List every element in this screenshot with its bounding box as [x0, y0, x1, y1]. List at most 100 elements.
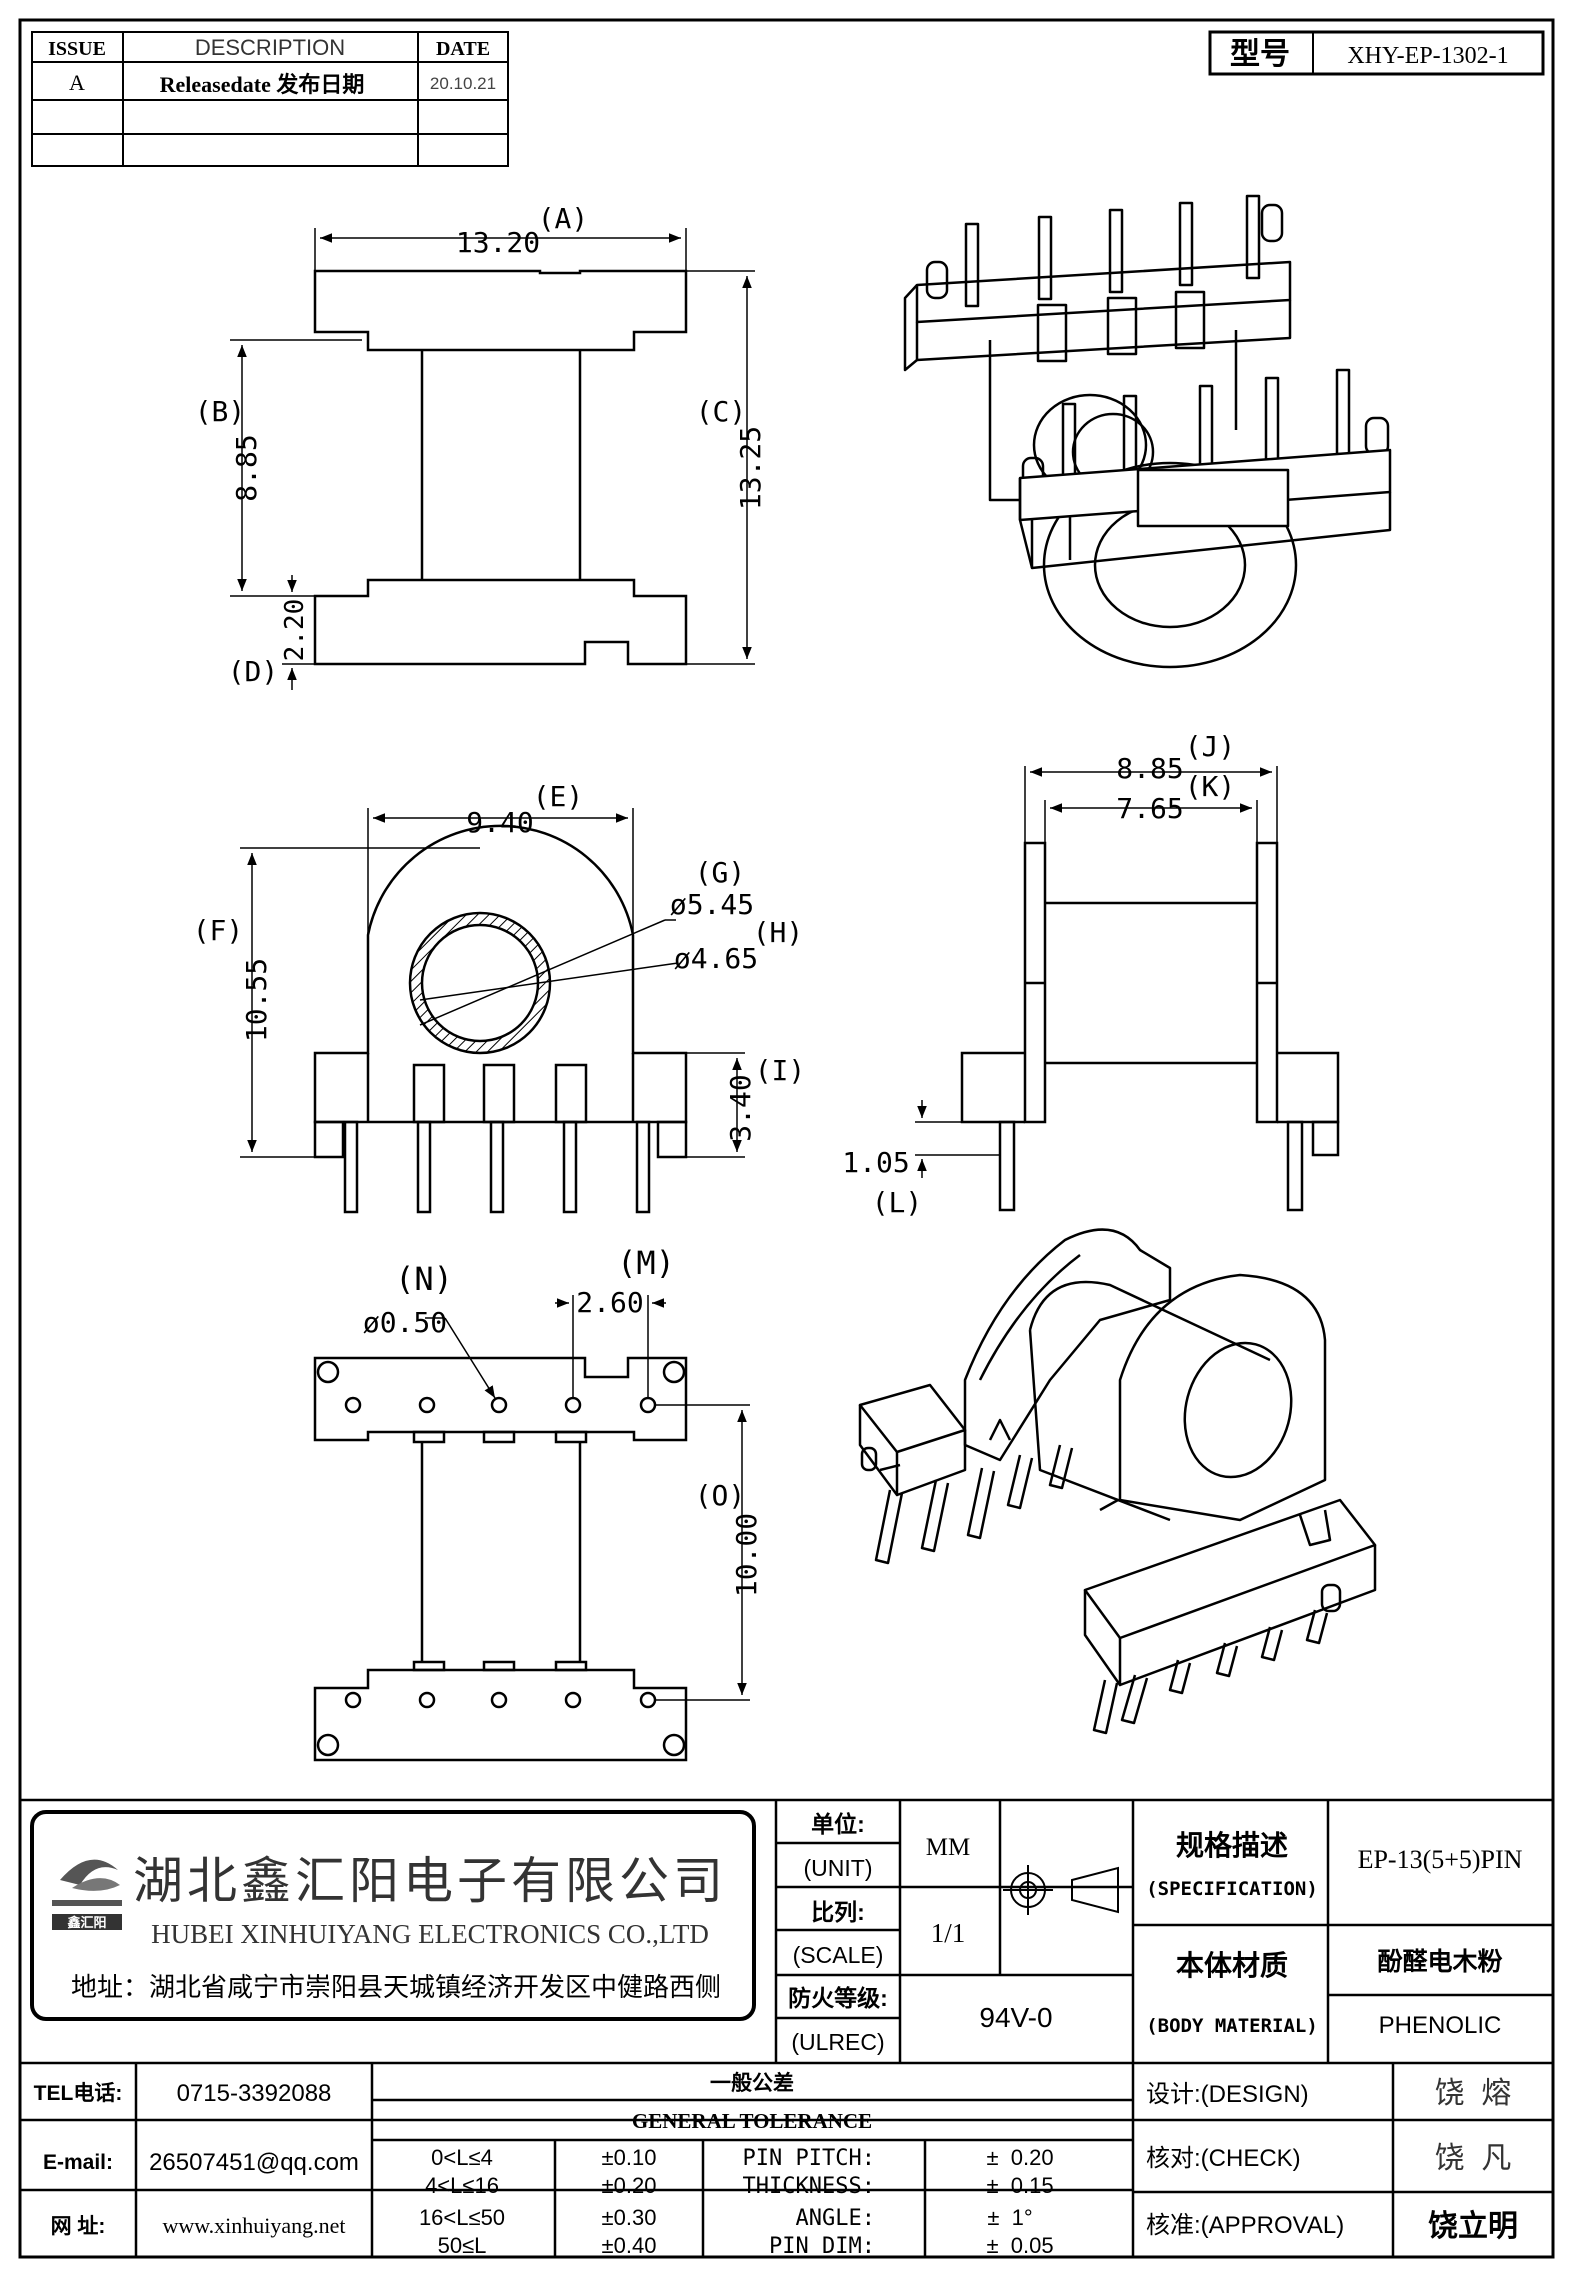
rev-row-description: Releasedate 发布日期	[160, 72, 365, 97]
dim-h-value: ø4.65	[674, 942, 758, 975]
dim-h-letter: (H)	[753, 916, 804, 949]
dim-o-letter: (O)	[695, 1479, 746, 1512]
dim-j-letter: (J)	[1185, 730, 1236, 763]
tol-range-3: 50≤L	[438, 2233, 487, 2258]
tol-value-2: ±0.30	[602, 2205, 657, 2230]
dim-k-value: 7.65	[1116, 792, 1183, 825]
drawing-border	[18, 18, 1555, 2259]
check-label: 核对:(CHECK)	[1146, 2145, 1301, 2172]
tol-spec-label-0: PIN PITCH:	[743, 2146, 875, 2171]
material-label-cn: 本体材质	[1176, 1950, 1288, 1981]
dim-d-letter: (D)	[228, 655, 279, 688]
web-value: www.xinhuiyang.net	[162, 2213, 345, 2238]
tel-label: TEL电话:	[34, 2082, 123, 2105]
spec-label-cn: 规格描述	[1176, 1830, 1288, 1861]
tol-spec-label-1: THICKNESS:	[743, 2174, 875, 2199]
approval-label: 核准:(APPROVAL)	[1146, 2212, 1344, 2239]
unit-label-en: (UNIT)	[804, 1855, 873, 1881]
unit-label-cn: 单位:	[811, 1811, 865, 1837]
side-view-dims	[915, 766, 1278, 1178]
tol-spec-label-2: ANGLE:	[796, 2206, 875, 2231]
scale-label-en: (SCALE)	[793, 1942, 884, 1968]
dim-j-value: 8.85	[1116, 752, 1183, 785]
model-label: 型号	[1230, 38, 1290, 71]
email-value: 26507451@qq.com	[149, 2149, 359, 2176]
dim-e-value: 9.40	[466, 806, 533, 839]
dim-l-letter: (L)	[872, 1186, 923, 1219]
fire-label-en: (ULREC)	[791, 2029, 884, 2055]
bottom-view-dims	[425, 1295, 750, 1701]
dim-o-value: 10.00	[730, 1513, 763, 1597]
dim-c-value: 13.25	[734, 426, 767, 510]
tol-range-1: 4<L≤16	[425, 2173, 499, 2198]
dim-n-value: ø0.50	[363, 1306, 447, 1339]
logo-text: 鑫汇阳	[66, 1915, 106, 1930]
dim-a-letter: (A)	[538, 202, 589, 235]
unit-value: MM	[926, 1834, 970, 1861]
bottom-grid	[20, 2063, 1553, 2257]
dim-b-letter: (B)	[195, 395, 246, 428]
dim-m-value: 2.60	[576, 1286, 643, 1319]
dim-d-value: 2.20	[280, 599, 310, 662]
dim-n-letter: (N)	[395, 1260, 453, 1298]
dim-m-letter: (M)	[617, 1244, 675, 1282]
check-name: 饶 凡	[1435, 2142, 1512, 2175]
tol-range-2: 16<L≤50	[419, 2205, 505, 2230]
tol-spec-label-3: PIN DIM:	[769, 2234, 875, 2259]
model-value: XHY-EP-1302-1	[1347, 43, 1508, 69]
dim-b-value: 8.85	[230, 434, 263, 501]
dim-i-value: 3.40	[724, 1074, 757, 1141]
scale-label-cn: 比列:	[811, 1899, 865, 1925]
isometric-view-top	[903, 194, 1392, 669]
company-address: 地址：湖北省咸宁市崇阳县天城镇经济开发区中健路西侧	[71, 1972, 721, 2002]
dim-e-letter: (E)	[533, 780, 584, 813]
design-name: 饶 熔	[1435, 2077, 1512, 2110]
fire-value: 94V-0	[979, 2002, 1052, 2033]
tolerance-title-cn: 一般公差	[710, 2071, 794, 2095]
dim-c-letter: (C)	[696, 395, 747, 428]
front-view-dims	[230, 228, 755, 690]
front-view	[313, 269, 688, 666]
fire-label-cn: 防火等级:	[788, 1985, 888, 2011]
design-label: 设计:(DESIGN)	[1146, 2081, 1309, 2108]
scale-value: 1/1	[931, 1918, 966, 1948]
tol-spec-value-1: ± 0.15	[986, 2173, 1053, 2198]
material-value-cn: 酚醛电木粉	[1377, 1948, 1502, 1976]
dim-f-letter: (F)	[193, 914, 244, 947]
material-value-en: PHENOLIC	[1379, 2012, 1502, 2039]
tol-value-1: ±0.20	[602, 2173, 657, 2198]
revision-table	[31, 31, 509, 167]
isometric-view-bottom	[858, 1228, 1377, 1735]
title-block-frame	[20, 1798, 1553, 2065]
bottom-view	[313, 1356, 688, 1762]
company-name-en: HUBEI XINHUIYANG ELECTRONICS CO.,LTD	[151, 1919, 709, 1949]
rev-header-date: DATE	[436, 38, 490, 60]
tol-spec-value-2: ± 1°	[987, 2205, 1032, 2230]
tol-spec-value-0: ± 0.20	[986, 2145, 1053, 2170]
spec-label-en: (SPECIFICATION)	[1146, 1878, 1318, 1900]
dim-g-value: ø5.45	[670, 888, 754, 921]
company-name-cn: 湖北鑫汇阳电子有限公司	[133, 1853, 727, 1909]
company-logo: 鑫汇阳	[52, 1859, 122, 1930]
spec-value: EP-13(5+5)PIN	[1358, 1845, 1523, 1874]
tol-range-0: 0<L≤4	[431, 2145, 493, 2170]
rev-header-issue: ISSUE	[48, 38, 106, 60]
material-label-en: (BODY MATERIAL)	[1146, 2015, 1318, 2037]
rev-row-issue: A	[69, 70, 85, 95]
dim-a-value: 13.20	[456, 226, 540, 259]
model-box	[1208, 30, 1545, 76]
web-label: 网 址:	[51, 2215, 106, 2238]
dim-l-value: 1.05	[842, 1146, 909, 1179]
top-view-dims	[240, 808, 745, 1158]
dim-i-letter: (I)	[755, 1054, 806, 1087]
projection-symbol-icon	[1003, 1865, 1119, 1915]
approval-name: 饶立明	[1428, 2209, 1518, 2243]
side-view	[960, 841, 1340, 1212]
top-view	[313, 824, 688, 1214]
email-label: E-mail:	[43, 2151, 113, 2174]
tol-spec-value-3: ± 0.05	[986, 2233, 1053, 2258]
tolerance-title-en: GENERAL TOLERANCE	[632, 2109, 872, 2133]
dim-g-letter: (G)	[695, 856, 746, 889]
tol-value-0: ±0.10	[602, 2145, 657, 2170]
